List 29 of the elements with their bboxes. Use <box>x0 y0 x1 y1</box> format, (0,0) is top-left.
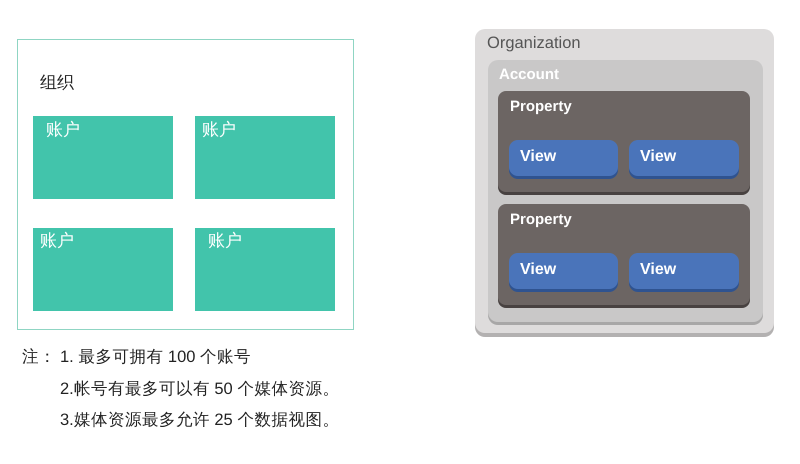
property-panel <box>498 91 750 192</box>
view-tile <box>629 140 739 176</box>
view-tile <box>629 253 739 289</box>
view-tile <box>509 140 618 176</box>
panel-title: Organization <box>487 34 581 54</box>
panel-title: Property <box>510 98 572 116</box>
note-text: 3.媒体资源最多允许 25 个数据视图。 <box>60 411 340 431</box>
tile-label: View <box>640 147 676 166</box>
account-tile <box>33 116 173 199</box>
tile-label: 账户 <box>208 231 242 252</box>
organization-panel <box>475 29 774 333</box>
property-panel <box>498 204 750 305</box>
tile-label: View <box>640 260 676 280</box>
view-tile <box>509 253 618 289</box>
tile-label: View <box>520 147 556 166</box>
account-tile <box>195 228 335 311</box>
note-text: 1. 最多可拥有 100 个账号 <box>60 348 252 368</box>
tile-label: 账户 <box>46 120 80 140</box>
account-tile <box>33 228 173 311</box>
frame-box <box>17 39 354 330</box>
panel-title: Property <box>510 211 572 229</box>
tile-label: 账户 <box>202 120 236 140</box>
note-text: 2.帐号有最多可以有 50 个媒体资源。 <box>60 380 340 400</box>
account-panel <box>488 60 763 322</box>
tile-label: 账户 <box>40 231 74 252</box>
account-tile <box>195 116 335 199</box>
tile-label: View <box>520 260 556 280</box>
frame-title: 组织 <box>40 73 74 94</box>
note-marker: 注： <box>22 348 56 368</box>
